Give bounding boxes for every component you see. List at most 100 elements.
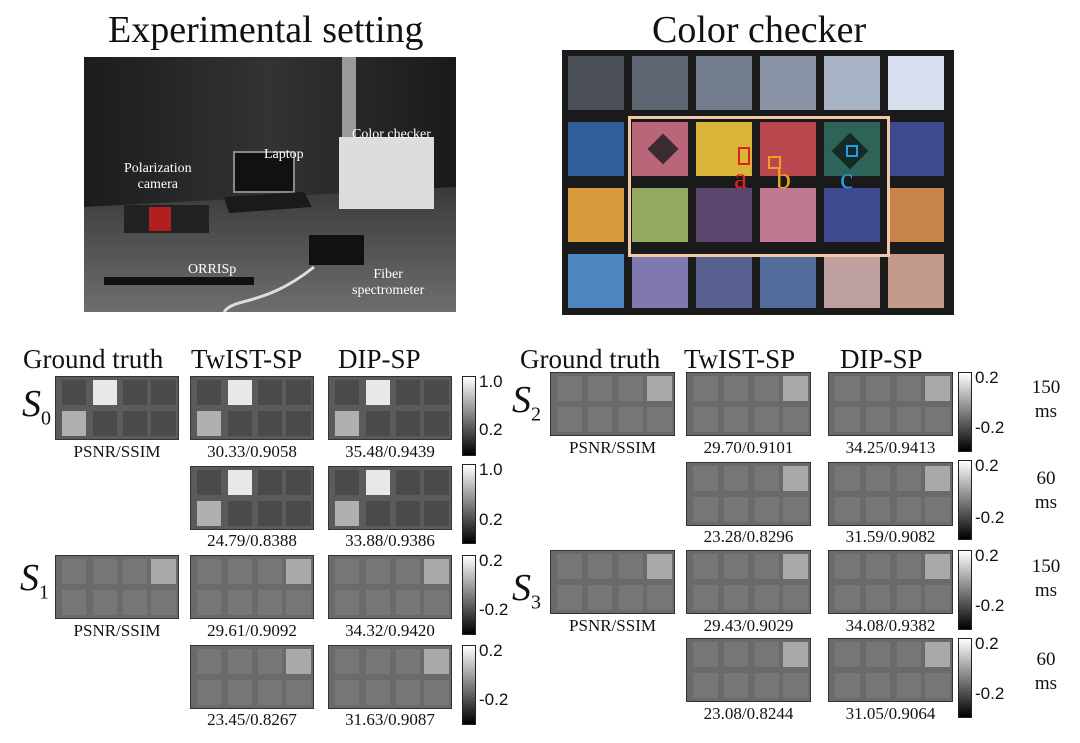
image-patch (924, 466, 950, 491)
image-patch (197, 411, 222, 436)
colorbar-s2-150 (958, 372, 972, 452)
image-patch (151, 559, 176, 584)
colorbar-s0-60-top: 1.0 (479, 460, 503, 479)
image-patch (197, 649, 222, 674)
image-patch (286, 649, 311, 674)
image-patch (865, 407, 891, 432)
colorbar-s3-60-top: 0.2 (975, 634, 999, 653)
image-patch (587, 554, 613, 579)
stokes-s1-label: S1 (20, 557, 49, 604)
image-patch (782, 466, 808, 491)
header-ground-truth-right: Ground truth (520, 344, 661, 374)
image-patch (924, 376, 950, 401)
image-patch (587, 376, 613, 401)
image-patch (723, 642, 749, 667)
image-patch (197, 680, 222, 705)
image-patch (618, 376, 644, 401)
image-patch (258, 559, 283, 584)
checker-patch (632, 254, 688, 308)
image-patch (286, 411, 311, 436)
color-checker-photo: a b c (562, 50, 954, 315)
image-patch (896, 554, 922, 579)
image-patch (618, 585, 644, 610)
image-patch (754, 673, 780, 698)
s1-ground-truth-image (55, 555, 179, 619)
image-patch (396, 501, 421, 526)
stokes-s3-label: S3 (512, 567, 541, 614)
image-patch (424, 470, 449, 495)
image-patch (123, 559, 148, 584)
image-patch (723, 554, 749, 579)
s3-ground-truth-image (550, 550, 675, 614)
metric-s1-150-twist: 29.61/0.9092 (207, 621, 297, 640)
image-patch (227, 649, 252, 674)
image-patch (258, 649, 283, 674)
image-patch (286, 590, 311, 615)
colorbar-s2-60-top: 0.2 (975, 456, 999, 475)
image-patch (258, 380, 283, 405)
image-patch (396, 649, 421, 674)
image-patch (587, 585, 613, 610)
image-patch (782, 642, 808, 667)
metric-s2-60-dip: 31.59/0.9082 (845, 527, 936, 546)
s1-150-dip-image (328, 555, 452, 619)
image-patch (197, 380, 222, 405)
image-patch (365, 501, 390, 526)
colorbar-s1-150-bottom: -0.2 (479, 600, 509, 619)
label-orrisp: ORRISp (188, 262, 237, 277)
checker-patch (888, 122, 944, 176)
header-twist-left: TwIST-SP (191, 344, 303, 374)
s2-60-dip-image (828, 462, 953, 526)
image-patch (123, 380, 148, 405)
marker-a-label: a (734, 162, 748, 195)
colorbar-s1-60 (462, 645, 476, 725)
image-patch (286, 559, 311, 584)
image-patch (197, 559, 222, 584)
metric-s2-60-twist: 23.28/0.8296 (703, 527, 794, 546)
setup-drawing (84, 57, 456, 312)
colorbar-s2-60 (958, 460, 972, 540)
image-patch (782, 585, 808, 610)
metric-s0-60-twist: 24.79/0.8388 (207, 531, 297, 550)
metric-s3-60-twist: 23.08/0.8244 (703, 704, 794, 723)
image-patch (754, 585, 780, 610)
image-patch (258, 470, 283, 495)
s0-60-dip-image (328, 466, 452, 530)
checker-patch (696, 254, 752, 308)
colorbar-s3-150-top: 0.2 (975, 546, 999, 565)
image-patch (557, 407, 582, 432)
s0-150-twist-image (190, 376, 314, 440)
image-patch (587, 407, 613, 432)
image-patch (258, 680, 283, 705)
image-patch (424, 590, 449, 615)
image-patch (693, 673, 718, 698)
image-patch (424, 559, 449, 584)
psnr-label-s3: PSNR/SSIM (569, 616, 656, 635)
image-patch (723, 497, 749, 522)
metric-s3-150-dip: 34.08/0.9382 (845, 616, 936, 635)
image-patch (754, 407, 780, 432)
image-patch (365, 411, 390, 436)
image-patch (424, 501, 449, 526)
metric-s2-150-dip: 34.25/0.9413 (845, 438, 936, 457)
image-patch (62, 411, 87, 436)
colorbar-s1-60-bottom: -0.2 (479, 690, 509, 709)
colorbar-s0-150-bottom: 0.2 (479, 420, 503, 439)
image-patch (693, 497, 718, 522)
image-patch (835, 466, 860, 491)
image-patch (197, 590, 222, 615)
image-patch (424, 680, 449, 705)
image-patch (62, 590, 87, 615)
image-patch (335, 380, 360, 405)
image-patch (197, 470, 222, 495)
image-patch (286, 380, 311, 405)
image-patch (335, 411, 360, 436)
metric-s1-150-dip: 34.32/0.9420 (345, 621, 435, 640)
image-patch (396, 411, 421, 436)
marker-b-box (768, 156, 781, 169)
image-patch (92, 590, 117, 615)
image-patch (365, 380, 390, 405)
image-patch (365, 680, 390, 705)
image-patch (723, 673, 749, 698)
